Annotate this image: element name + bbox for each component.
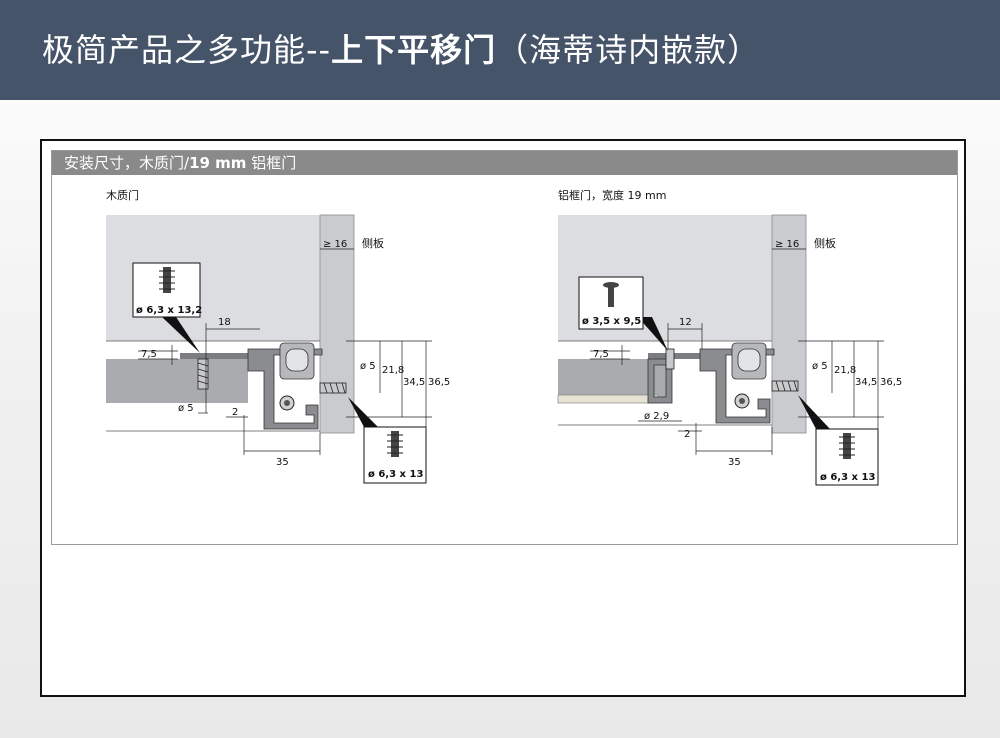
right-top-callout-screw-head xyxy=(603,282,619,288)
installation-drawings: 木质门 xyxy=(106,188,902,486)
left-dim-d5-right: ø 5 xyxy=(360,361,376,372)
right-bottom-callout-screw-icon xyxy=(843,433,851,459)
left-side-screw-thread xyxy=(323,382,346,394)
right-roller xyxy=(737,348,761,372)
left-top-callout-thread xyxy=(159,270,175,290)
right-bolt-inner xyxy=(739,398,745,404)
left-dim-7-5: 7,5 xyxy=(141,349,157,360)
left-bottom-callout-thread xyxy=(387,434,403,454)
content-frame: 安装尺寸，木质门/19 mm 铝框门 木质门 xyxy=(40,139,966,697)
left-top-plate xyxy=(180,353,264,359)
panel-header: 安装尺寸，木质门/19 mm 铝框门 xyxy=(52,151,957,175)
left-bottom-callout-screw-icon xyxy=(391,431,399,457)
left-door xyxy=(106,359,248,403)
right-dim-36-5: 36,5 xyxy=(880,377,902,388)
right-alu-profile xyxy=(647,358,673,404)
left-bottom-screw-label: ø 6,3 x 13 xyxy=(368,469,423,480)
slide-title: 极简产品之多功能--上下平移门（海蒂诗内嵌款） xyxy=(42,28,760,72)
right-bottom-callout-thread xyxy=(839,436,855,456)
left-door-screw-thread xyxy=(197,362,209,385)
right-caption: 铝框门，宽度 19 mm xyxy=(558,188,666,202)
right-top-callout-pointer xyxy=(638,317,668,351)
right-top-callout-screw-icon xyxy=(608,287,614,307)
left-top-callout-pointer xyxy=(162,317,200,353)
right-side-panel-label: 侧板 xyxy=(814,236,836,250)
right-dim-d5-right: ø 5 xyxy=(812,361,828,372)
right-dim-35: 35 xyxy=(728,457,741,468)
right-door-screw xyxy=(665,348,675,370)
title-prefix: 极简产品之多功能-- xyxy=(42,31,332,69)
right-door-glass xyxy=(557,394,659,404)
left-door-screw xyxy=(197,358,209,390)
right-dim-12: 12 xyxy=(679,317,692,328)
left-roller xyxy=(285,348,309,372)
title-highlight: 上下平移门 xyxy=(331,31,497,69)
panel-header-part1: 安装尺寸，木质门/ xyxy=(64,154,190,172)
left-top-callout-screw-icon xyxy=(163,267,171,293)
right-bottom-screw-label: ø 6,3 x 13 xyxy=(820,472,875,483)
left-bolt-inner xyxy=(284,400,290,406)
left-dim-21-8: 21,8 xyxy=(382,365,404,376)
left-drawing: 木质门 xyxy=(106,188,450,484)
right-dim-d2-9: ø 2,9 xyxy=(644,411,669,422)
right-dim-2: 2 xyxy=(684,429,690,440)
right-dim-34-5: 34,5 xyxy=(855,377,877,388)
left-side-panel-dim: ≥ 16 xyxy=(323,239,347,250)
panel-header-part2: 19 mm xyxy=(189,154,247,172)
left-caption: 木质门 xyxy=(106,188,139,202)
left-side-panel xyxy=(319,214,355,434)
right-bottom-callout-pointer xyxy=(798,395,830,429)
installation-panel: 安装尺寸，木质门/19 mm 铝框门 木质门 xyxy=(51,150,958,545)
right-dim-21-8: 21,8 xyxy=(834,365,856,376)
right-top-screw-label: ø 3,5 x 9,5 xyxy=(582,316,641,327)
title-suffix: （海蒂诗内嵌款） xyxy=(496,31,761,69)
left-dim-d5: ø 5 xyxy=(178,403,194,414)
right-top-plate xyxy=(648,353,718,359)
right-drawing: 铝框门，宽度 19 mm xyxy=(557,188,902,486)
panel-header-part3: 铝框门 xyxy=(246,154,297,172)
right-side-panel xyxy=(771,214,807,434)
left-dim-18: 18 xyxy=(218,317,231,328)
left-bottom-callout-pointer xyxy=(348,397,378,427)
title-bar: 极简产品之多功能--上下平移门（海蒂诗内嵌款） xyxy=(0,0,1000,100)
left-dim-34-5: 34,5 xyxy=(403,377,425,388)
left-top-screw-label: ø 6,3 x 13,2 xyxy=(136,305,202,316)
right-side-screw-thread xyxy=(775,380,798,392)
left-side-panel-label: 侧板 xyxy=(362,236,384,250)
right-dim-7-5: 7,5 xyxy=(593,349,609,360)
left-dim-35: 35 xyxy=(276,457,289,468)
right-side-panel-dim: ≥ 16 xyxy=(775,239,799,250)
left-dim-36-5: 36,5 xyxy=(428,377,450,388)
left-dim-2: 2 xyxy=(232,407,238,418)
